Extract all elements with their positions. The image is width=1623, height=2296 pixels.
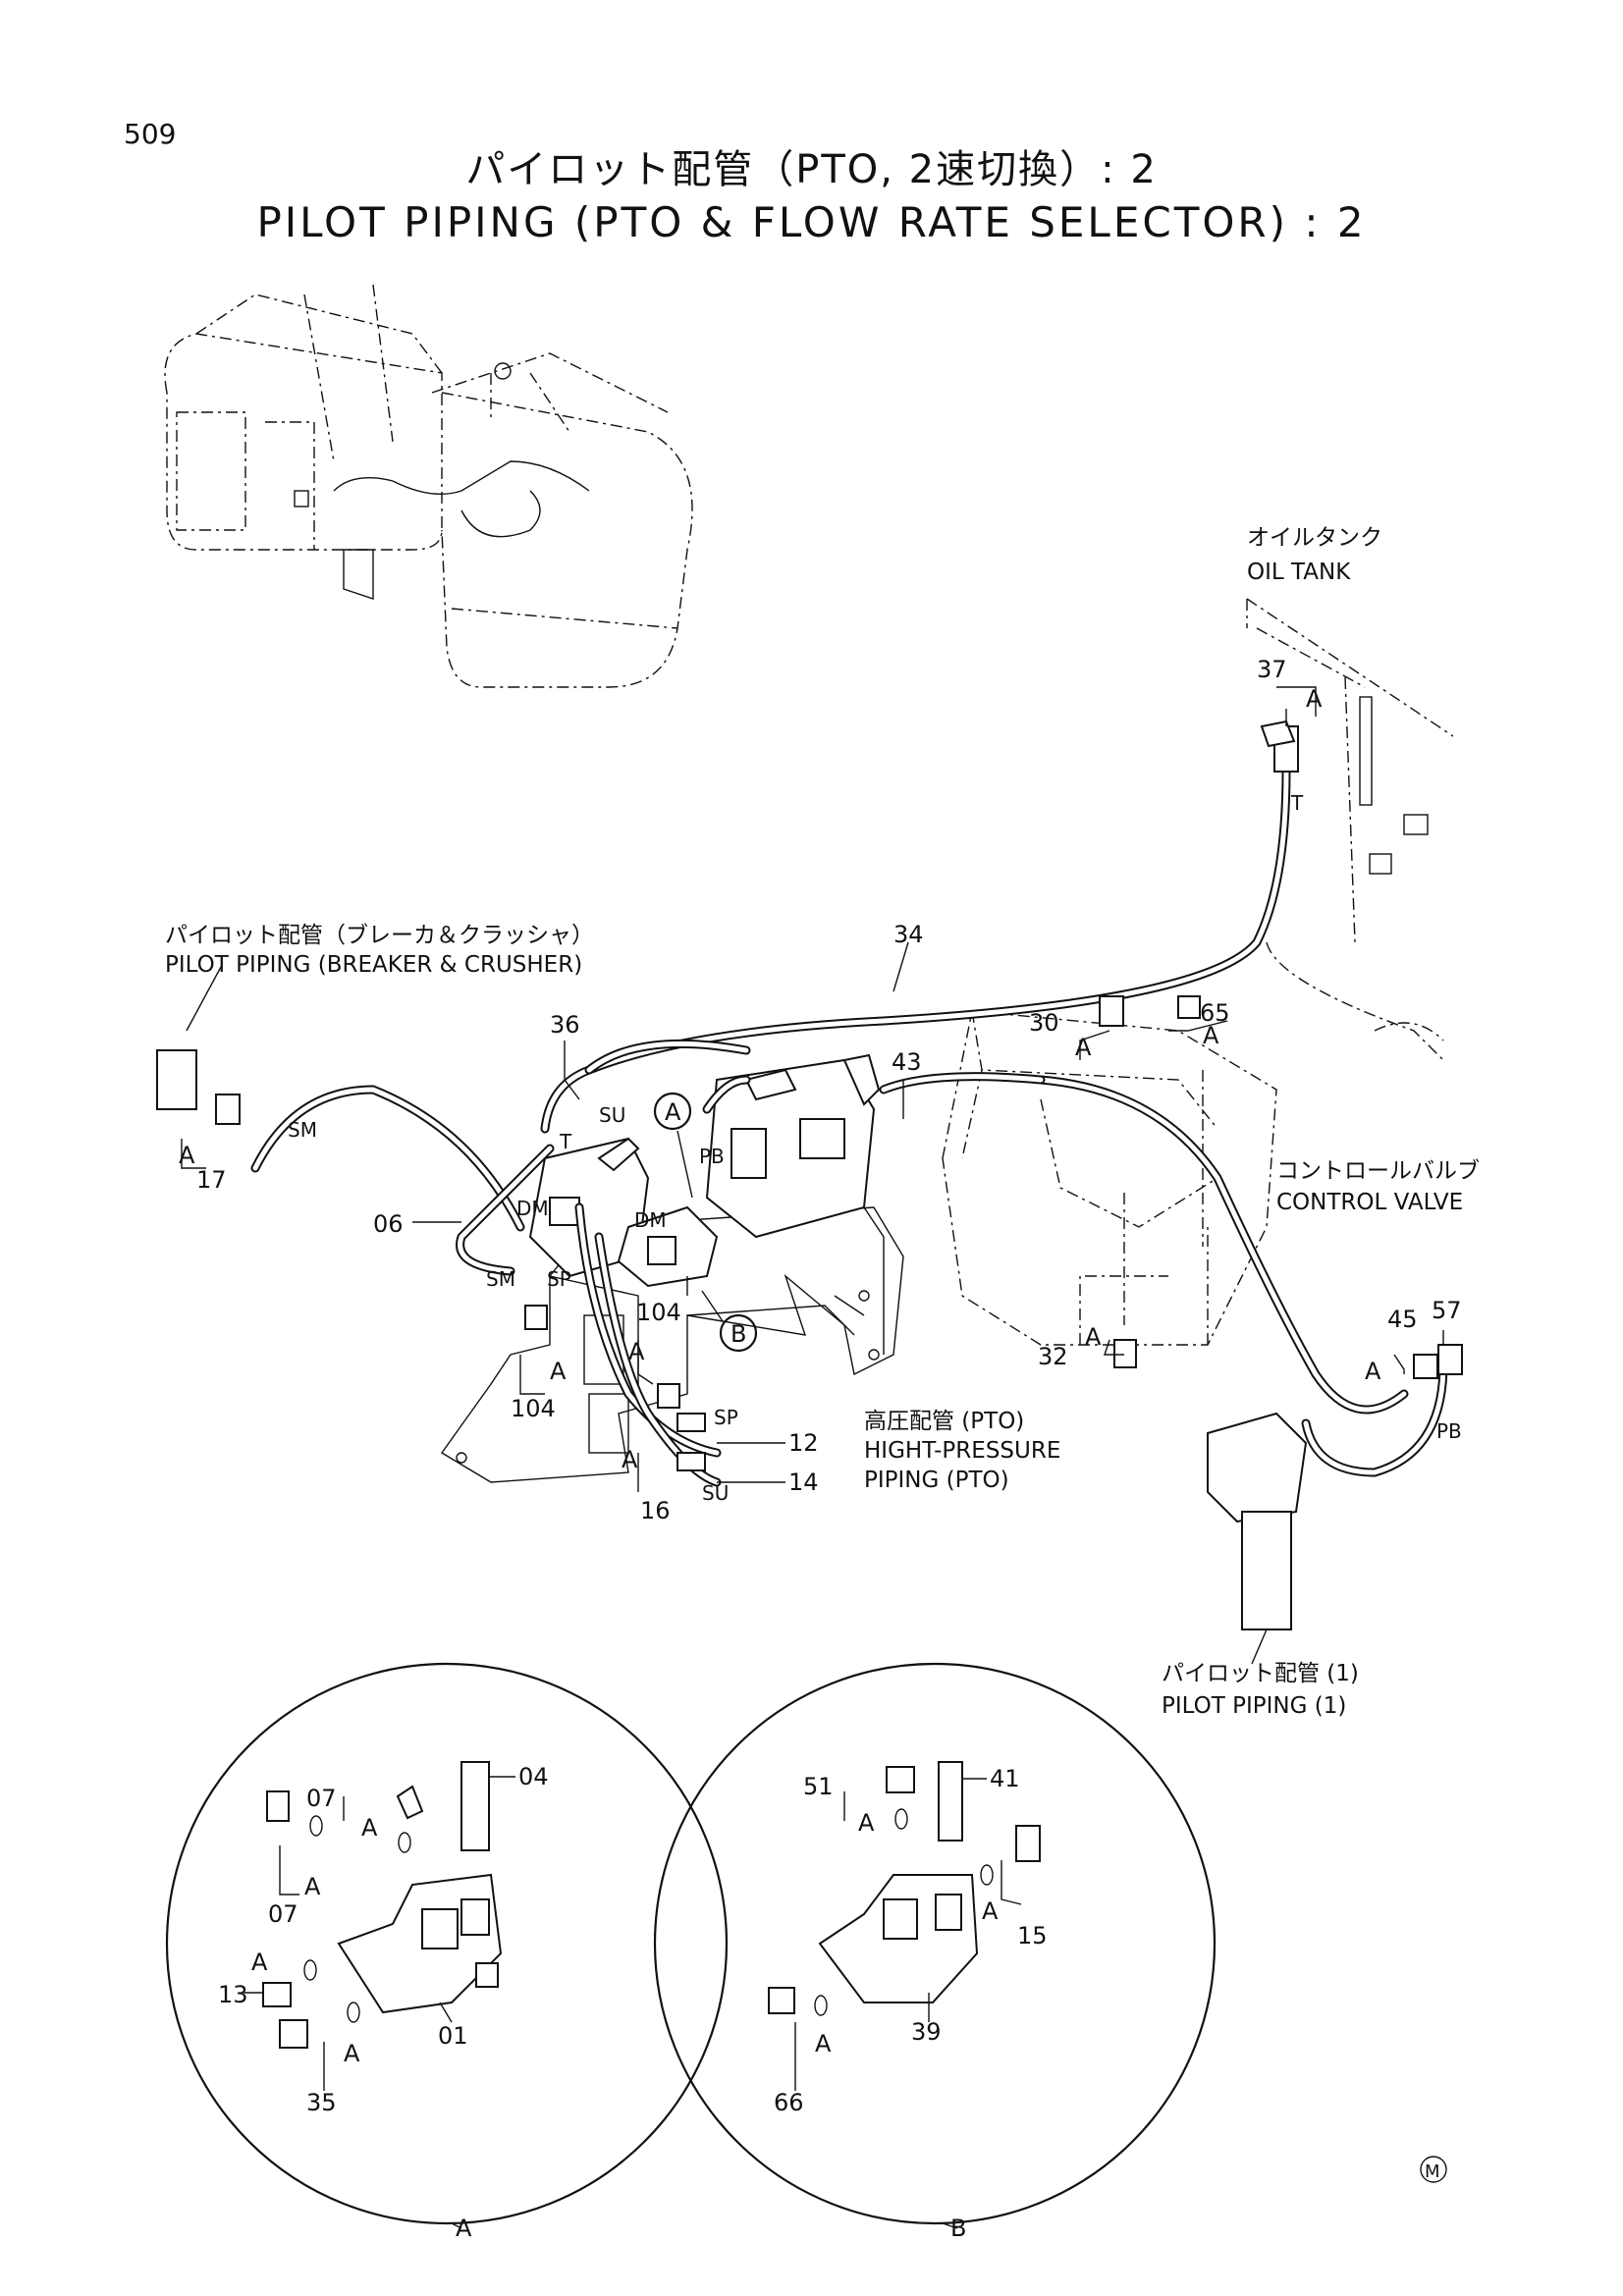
circle-marker-b-label: B bbox=[730, 1320, 746, 1348]
callout-36: 36 bbox=[550, 1011, 580, 1039]
port-sm-valve: SM bbox=[486, 1267, 515, 1291]
callout-45: 45 bbox=[1387, 1306, 1418, 1333]
callout-32: 32 bbox=[1038, 1343, 1068, 1370]
marker-a-104: A bbox=[550, 1358, 567, 1385]
port-labels: T T SM SM SU SU DM DM PB PB SP SP bbox=[288, 791, 1462, 1505]
oil-tank-illustration bbox=[1246, 598, 1454, 1061]
note-hp-piping-jp: 高圧配管 (PTO) bbox=[864, 1409, 1024, 1434]
detail-a-view: A 07 04 07 13 01 35 A bbox=[165, 1662, 729, 2242]
callout-17: 17 bbox=[196, 1166, 227, 1194]
detail-a-callout-01: 01 bbox=[438, 2022, 468, 2050]
detail-b-circle bbox=[653, 1662, 1217, 2225]
detail-a-callout-07-top: 07 bbox=[306, 1785, 337, 1812]
notes: オイルタンク OIL TANK パイロット配管（ブレーカ＆クラッシャ） PILO… bbox=[165, 525, 1480, 1719]
control-valve-illustration bbox=[942, 1010, 1277, 1346]
detail-a-label: A bbox=[456, 2215, 472, 2242]
footer-mark: M bbox=[1420, 2156, 1447, 2183]
port-su-bottom: SU bbox=[702, 1481, 729, 1505]
port-dm-right: DM bbox=[634, 1208, 667, 1232]
excavator-overview-illustration bbox=[164, 284, 693, 688]
note-pilot-breaker-jp: パイロット配管（ブレーカ＆クラッシャ） bbox=[165, 923, 594, 948]
marker-a-45: A bbox=[1365, 1358, 1381, 1385]
port-pb-valve: PB bbox=[699, 1145, 725, 1168]
detail-b-marker-15: A bbox=[982, 1897, 999, 1925]
port-sp-bottom: SP bbox=[714, 1406, 738, 1429]
hose-lines bbox=[250, 766, 1448, 1487]
note-hp-piping-en1: HIGHT-PRESSURE bbox=[864, 1438, 1060, 1464]
marker-a-32: A bbox=[1085, 1323, 1102, 1351]
note-control-valve-en: CONTROL VALVE bbox=[1276, 1190, 1463, 1215]
callout-06: 06 bbox=[373, 1210, 404, 1238]
detail-a-callout-13: 13 bbox=[218, 1981, 248, 2008]
circle-marker-a bbox=[653, 1092, 692, 1131]
marker-a-104b: A bbox=[628, 1338, 645, 1365]
callout-65: 65 bbox=[1200, 999, 1230, 1027]
callout-12: 12 bbox=[788, 1429, 819, 1457]
seal-markers: A A A A A A A A A A B bbox=[179, 685, 1381, 1473]
circle-marker-b bbox=[719, 1313, 758, 1353]
detail-a-callout-04: 04 bbox=[518, 1763, 549, 1790]
port-sp-valve: SP bbox=[547, 1267, 571, 1291]
port-dm-left: DM bbox=[516, 1197, 549, 1220]
detail-b-callout-39: 39 bbox=[911, 2018, 942, 2046]
callout-30: 30 bbox=[1029, 1009, 1059, 1037]
detail-b-callout-51: 51 bbox=[803, 1773, 834, 1800]
detail-b-marker-51: A bbox=[858, 1809, 875, 1837]
callout-104-upper: 104 bbox=[636, 1299, 681, 1326]
detail-b-callout-66: 66 bbox=[774, 2089, 804, 2116]
callout-43: 43 bbox=[892, 1048, 922, 1076]
title-english: PILOT PIPING (PTO & FLOW RATE SELECTOR) … bbox=[256, 198, 1367, 246]
leader-lines bbox=[181, 686, 1444, 1492]
port-su-top: SU bbox=[599, 1103, 625, 1127]
callout-104-lower: 104 bbox=[511, 1395, 556, 1422]
detail-b-callout-15: 15 bbox=[1017, 1922, 1048, 1949]
detail-a-marker-35: A bbox=[344, 2040, 360, 2067]
detail-a-marker-07: A bbox=[361, 1814, 378, 1842]
callout-34: 34 bbox=[893, 921, 924, 948]
detail-b-view: B 51 41 15 39 66 A A A bbox=[653, 1662, 1217, 2242]
detail-a-marker-13: A bbox=[251, 1949, 268, 1976]
note-pilot-breaker-en: PILOT PIPING (BREAKER & CRUSHER) bbox=[165, 952, 582, 978]
marker-a-65: A bbox=[1203, 1022, 1219, 1049]
port-sm-left: SM bbox=[288, 1118, 317, 1142]
callout-37: 37 bbox=[1257, 656, 1287, 683]
note-hp-piping-en2: PIPING (PTO) bbox=[864, 1468, 1009, 1493]
note-oil-tank-en: OIL TANK bbox=[1247, 560, 1351, 585]
detail-a-callout-07-left: 07 bbox=[268, 1900, 298, 1928]
callout-16: 16 bbox=[640, 1497, 671, 1524]
note-pilot-piping-1-en: PILOT PIPING (1) bbox=[1162, 1693, 1346, 1719]
title-japanese: パイロット配管（PTO, 2速切換）: 2 bbox=[465, 147, 1158, 192]
note-control-valve-jp: コントロールバルブ bbox=[1276, 1158, 1480, 1184]
callout-numbers: 37 34 36 30 65 43 17 06 104 104 32 45 57… bbox=[196, 656, 1462, 1524]
fittings bbox=[156, 720, 1463, 1630]
note-pilot-piping-1-jp: パイロット配管 (1) bbox=[1162, 1661, 1359, 1686]
marker-a-16: A bbox=[622, 1446, 638, 1473]
port-t-top: T bbox=[1290, 791, 1304, 815]
circle-marker-a-label: A bbox=[665, 1098, 681, 1126]
detail-b-callout-41: 41 bbox=[990, 1765, 1020, 1792]
callout-14: 14 bbox=[788, 1468, 819, 1496]
marker-a-17: A bbox=[179, 1142, 195, 1169]
port-t-valve: T bbox=[559, 1130, 572, 1153]
detail-a-callout-35: 35 bbox=[306, 2089, 337, 2116]
marker-a-30: A bbox=[1075, 1034, 1092, 1061]
port-pb-right: PB bbox=[1436, 1419, 1462, 1443]
detail-a-circle bbox=[165, 1662, 729, 2225]
callout-57: 57 bbox=[1432, 1297, 1462, 1324]
note-oil-tank-jp: オイルタンク bbox=[1247, 525, 1382, 551]
detail-b-label: B bbox=[950, 2215, 966, 2242]
footer-mark-letter: M bbox=[1425, 2162, 1440, 2182]
marker-a-37: A bbox=[1306, 685, 1323, 713]
detail-a-marker-07b: A bbox=[304, 1873, 321, 1900]
detail-b-marker-66: A bbox=[815, 2030, 832, 2057]
bracket-and-selector-valves bbox=[440, 1053, 904, 1483]
page-number: 509 bbox=[124, 118, 177, 150]
